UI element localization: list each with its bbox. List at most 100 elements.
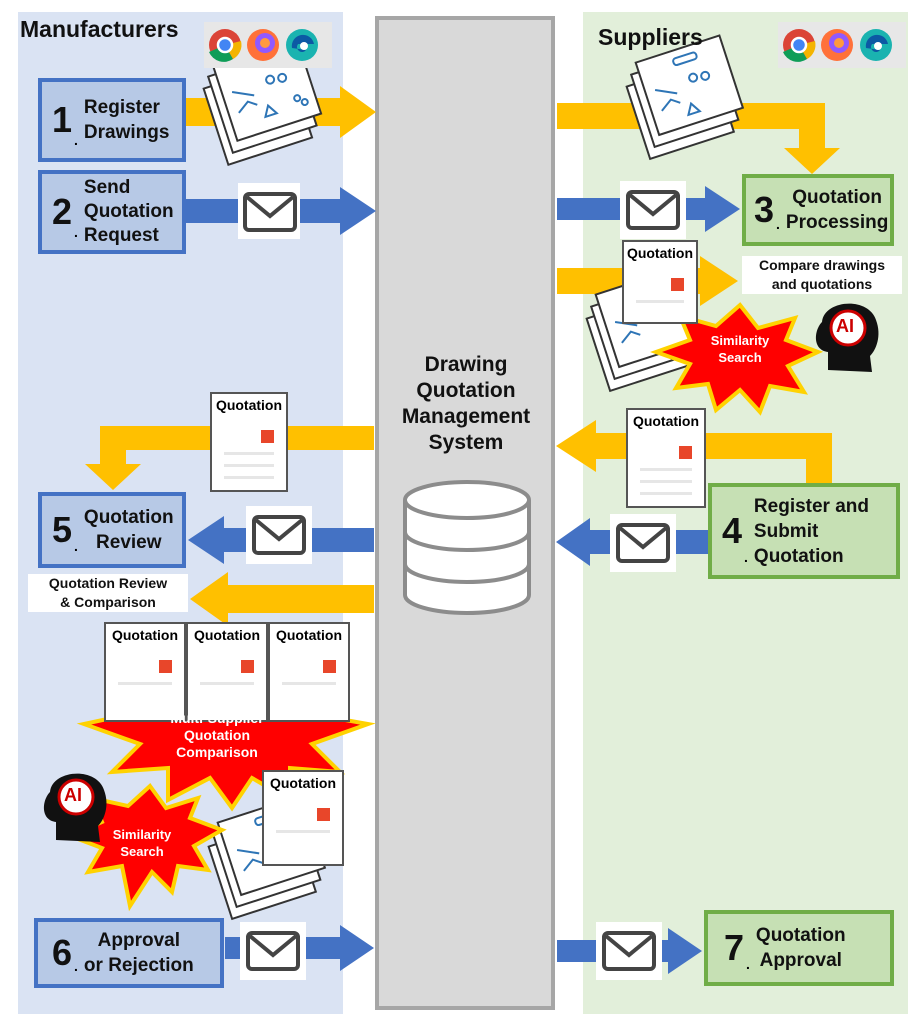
email-icon	[596, 922, 662, 980]
firefox-icon	[821, 29, 853, 61]
email-icon	[620, 181, 686, 239]
step-number: 1	[52, 99, 73, 140]
quotation-line	[118, 682, 172, 685]
quotation-document: Quotation	[622, 240, 698, 324]
quotation-line	[640, 468, 692, 471]
burst-line: Multi-Supplier	[170, 710, 264, 726]
step-number: 2	[52, 191, 73, 232]
callout-line: Quotation Review	[48, 575, 168, 591]
step-number: 6	[52, 932, 73, 973]
similarity-search-label: Similarity Search	[690, 332, 790, 366]
step-line: Register and	[753, 495, 870, 517]
suppliers-title: Suppliers	[598, 24, 703, 50]
compare-callout: Compare drawings and quotations	[742, 256, 902, 294]
step-line: Quotation	[753, 545, 844, 567]
arrow-drawings-to-supplier	[557, 103, 840, 174]
system-title-line: Quotation	[416, 379, 516, 402]
quotation-label: Quotation	[266, 775, 340, 791]
quotation-stamp	[159, 660, 172, 673]
quotation-document: Quotation	[262, 770, 344, 866]
system-title-line: System	[428, 431, 504, 454]
callout-line: Compare drawings	[758, 257, 886, 273]
quotation-line	[224, 476, 274, 479]
quotation-line	[282, 682, 336, 685]
edge-icon	[286, 29, 318, 61]
step-line: Quotation	[755, 925, 846, 946]
step-number: 7	[724, 927, 745, 968]
multi-supplier-label: Multi-Supplier Quotation Comparison	[150, 710, 284, 761]
similarity-search-label: Similarity Search	[92, 826, 192, 860]
quotation-stamp	[241, 660, 254, 673]
manufacturers-title: Manufacturers	[20, 16, 179, 42]
system-title-line: Drawing	[424, 353, 508, 376]
quotation-label: Quotation	[190, 627, 264, 643]
step-line: Drawings	[83, 122, 170, 143]
step-line: Approval	[97, 930, 180, 951]
quotation-stamp	[261, 430, 274, 443]
step-line: Request	[83, 225, 159, 246]
quotation-line	[224, 452, 274, 455]
arrow-comparison	[190, 572, 374, 626]
quotation-document: Quotation	[268, 622, 350, 722]
step-number: 5	[52, 509, 73, 550]
step-line: Quotation	[792, 187, 882, 208]
chrome-icon	[783, 29, 816, 62]
quotation-line	[640, 480, 692, 483]
burst-line: Quotation	[183, 727, 251, 743]
database-icon	[403, 480, 531, 615]
step-line: Quotation	[83, 507, 174, 528]
quotation-label: Quotation	[272, 627, 346, 643]
step-line: Send	[83, 177, 131, 198]
callout-line: & Comparison	[60, 594, 156, 610]
quotation-line	[276, 830, 330, 833]
burst-line: Similarity	[112, 827, 172, 842]
ai-label: AI	[64, 785, 82, 805]
quotation-document: Quotation	[626, 408, 706, 508]
system-title: Drawing Quotation Management System	[384, 352, 548, 456]
drawing-sheets-icon	[625, 34, 745, 161]
ai-head-icon	[43, 773, 107, 842]
quotation-stamp	[323, 660, 336, 673]
review-compare-callout: Quotation Review & Comparison	[28, 574, 188, 612]
chrome-icon	[209, 29, 242, 62]
similarity-search-burst	[649, 302, 824, 416]
quotation-line	[636, 300, 684, 303]
quotation-label: Quotation	[108, 627, 182, 643]
quotation-stamp	[671, 278, 684, 291]
burst-line: Search	[120, 844, 164, 859]
system-title-line: Management	[401, 405, 531, 428]
quotation-stamp	[317, 808, 330, 821]
quotation-document: Quotation	[210, 392, 288, 492]
callout-line: and quotations	[771, 276, 873, 292]
step-line: Submit	[753, 520, 819, 542]
burst-line: Comparison	[176, 744, 258, 760]
edge-icon	[860, 29, 892, 61]
step-line: Register	[83, 97, 160, 118]
step-line: Review	[96, 532, 162, 553]
step-line: or Rejection	[83, 955, 194, 976]
step-number: 4	[722, 510, 743, 551]
quotation-label: Quotation	[630, 413, 702, 429]
arrow-quotation-to-manufacturer	[85, 426, 374, 490]
similarity-search-burst	[64, 783, 227, 912]
ai-label: AI	[836, 316, 854, 336]
quotation-line	[224, 464, 274, 467]
ai-head-icon	[815, 303, 879, 372]
step-number: 3	[754, 189, 775, 230]
email-icon	[240, 922, 306, 980]
step-line: Processing	[785, 212, 889, 233]
quotation-document: Quotation	[186, 622, 268, 722]
quotation-line	[200, 682, 254, 685]
quotation-label: Quotation	[214, 397, 284, 413]
email-icon	[238, 183, 300, 239]
burst-line: Similarity	[710, 333, 770, 348]
quotation-label: Quotation	[626, 245, 694, 261]
step-line: Approval	[759, 950, 842, 971]
quotation-document: Quotation	[104, 622, 186, 722]
